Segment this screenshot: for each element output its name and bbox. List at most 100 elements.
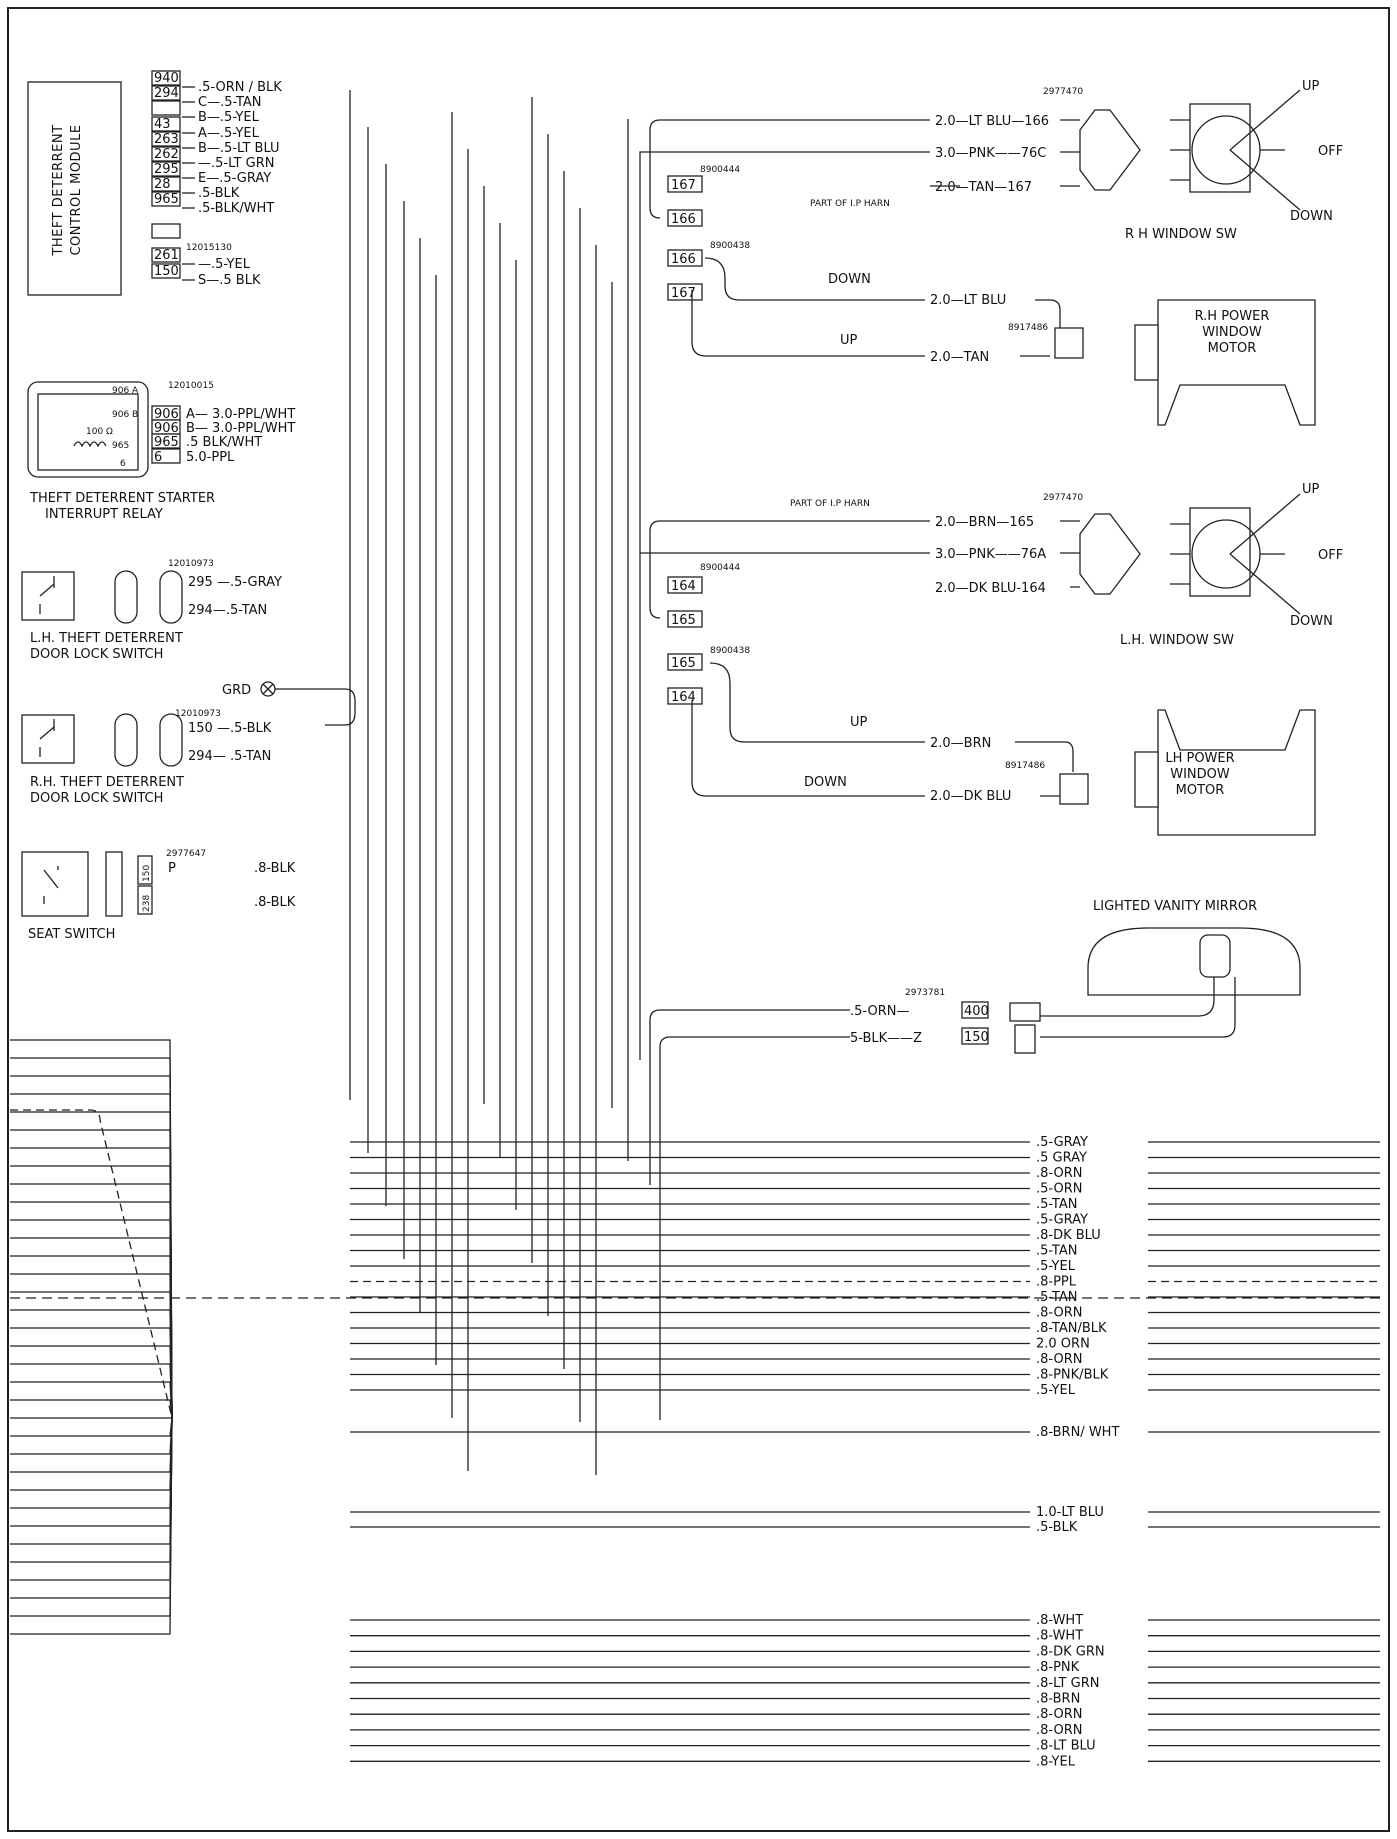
lh-lock-plug	[114, 570, 138, 624]
seat-pin-label: 238	[142, 895, 152, 912]
theft-wire-label: E—.5-GRAY	[198, 171, 271, 186]
bus-wire-label: 1.0-LT BLU	[1036, 1505, 1104, 1520]
theft-pin-label: 261	[154, 248, 179, 263]
rh-window-sw-part: 2977470	[1043, 87, 1083, 97]
relay-pin-label: 906	[154, 407, 179, 422]
rh-window-sw-title: R H WINDOW SW	[1125, 227, 1237, 242]
bus-wire-label: .8-LT GRN	[1036, 1676, 1099, 1691]
left-bus-line	[10, 1363, 173, 1419]
bus-wire-label: 2.0 ORN	[1036, 1337, 1090, 1352]
rh-window-wires	[639, 119, 1080, 1060]
rh-motor-wires	[691, 257, 1061, 357]
bus-wire-label: .8-ORN	[1036, 1306, 1082, 1321]
rh-lock-wire-150: 150 —.5-BLK	[188, 721, 272, 736]
rh-motor-plug	[1054, 327, 1084, 359]
theft-wire-label: —.5-YEL	[198, 257, 251, 272]
seat-wire-blk-1: .8-BLK	[254, 861, 296, 876]
left-bus-line	[10, 1417, 173, 1545]
lh-lock-switch-contact-icon	[39, 576, 55, 614]
lh-motor-flange	[1134, 751, 1159, 808]
lh-lock-socket	[159, 570, 183, 624]
theft-pin-label: 28	[154, 177, 171, 192]
vanity-mirror-wire-blk: 5-BLK——Z	[850, 1031, 922, 1046]
lh-motor-title-2: WINDOW	[1170, 767, 1230, 782]
bus-wire-label: .8-TAN/BLK	[1036, 1321, 1107, 1336]
left-bus-line	[10, 1291, 173, 1419]
lh-motor-body	[1157, 709, 1316, 836]
rh-lock-switch-body	[21, 714, 75, 764]
connector-pin	[667, 249, 703, 267]
theft-pin	[151, 146, 181, 162]
seat-switch-plug	[105, 851, 123, 917]
left-bus-line	[10, 1075, 173, 1419]
theft-part-2: 12015130	[186, 243, 232, 253]
lh-motor-title-1: LH POWER	[1165, 751, 1234, 766]
theft-pin	[151, 191, 181, 207]
left-bus-line	[10, 1417, 173, 1581]
lh-lock-switch-body	[21, 571, 75, 621]
left-bus-line	[10, 1417, 173, 1437]
lh-lock-title-2: DOOR LOCK SWITCH	[30, 647, 163, 662]
bus-wire-label: .5 GRAY	[1036, 1151, 1087, 1166]
bus-wire-label: .8-DK GRN	[1036, 1644, 1105, 1659]
theft-pin	[151, 131, 181, 147]
bus-wire-label: .8-WHT	[1036, 1629, 1083, 1644]
rh-motor-body	[1157, 299, 1316, 426]
relay-inner-6: 6	[120, 459, 126, 469]
bus-wire-label: .5-ORN	[1036, 1182, 1082, 1197]
rh-window-harness-note: PART OF I.P HARN	[810, 199, 890, 209]
theft-wire-label: .5-BLK/WHT	[198, 201, 274, 216]
relay-inner-906b: 906 B	[112, 410, 138, 420]
rh-window-conn-part: 8900444	[700, 165, 740, 175]
lh-window-sw-down: DOWN	[1290, 614, 1333, 629]
lh-window-sw-up: UP	[1302, 482, 1320, 497]
rh-window-sw-up: UP	[1302, 79, 1320, 94]
vanity-mirror-part: 2973781	[905, 988, 945, 998]
bus-wire-label: .5-GRAY	[1036, 1135, 1088, 1150]
seat-wire-blk-2: .8-BLK	[254, 895, 296, 910]
relay-part-number: 12010015	[168, 381, 214, 391]
theft-wire-label: —.5-LT GRN	[198, 156, 274, 171]
rh-window-sw-arms	[1170, 89, 1301, 211]
rh-lock-title-1: R.H. THEFT DETERRENT	[30, 775, 184, 790]
theft-wire-label: B—.5-YEL	[198, 110, 260, 125]
vanity-mirror-feed	[649, 1009, 850, 1420]
bus-wire-label: .8-YEL	[1036, 1754, 1076, 1769]
ground-wire	[262, 683, 356, 726]
seat-switch-title: SEAT SWITCH	[28, 927, 115, 942]
rh-motor-wire-tan: 2.0—TAN	[930, 350, 989, 365]
bus-wire-label: .8-PNK	[1036, 1660, 1080, 1675]
bus-wire-label: .5-TAN	[1036, 1244, 1077, 1259]
connector-pin-label: 167	[671, 178, 696, 193]
connector-pin	[667, 687, 703, 705]
relay-wire-label: .5 BLK/WHT	[186, 435, 262, 450]
ground-label: GRD	[222, 683, 251, 698]
theft-pin	[151, 247, 181, 263]
lh-motor-conn-part: 8900438	[710, 646, 750, 656]
rh-motor-wire-ltblu: 2.0—LT BLU	[930, 293, 1006, 308]
lh-window-sw-connector	[1079, 513, 1141, 595]
lh-motor-wire-dkblu: 2.0—DK BLU	[930, 789, 1011, 804]
rh-window-wire-tan: 2.0—TAN—167	[935, 180, 1032, 195]
rh-motor-title-3: MOTOR	[1208, 341, 1257, 356]
relay-wire-label: 5.0-PPL	[186, 450, 235, 465]
lh-motor-plug	[1059, 773, 1089, 805]
theft-wire-label: S—.5 BLK	[198, 273, 261, 288]
bus-wire-label: .8-ORN	[1036, 1352, 1082, 1367]
theft-module-title-2: CONTROL MODULE	[69, 124, 84, 255]
vanity-mirror-title: LIGHTED VANITY MIRROR	[1093, 899, 1257, 914]
bus-wires: .5-GRAY.5 GRAY.8-ORN.5-ORN.5-TAN.5-GRAY.…	[350, 1135, 1380, 1769]
relay-pin-label: 906	[154, 421, 179, 436]
theft-pin-label: 295	[154, 162, 179, 177]
theft-pin-label: 940	[154, 71, 179, 86]
left-bus-line	[10, 1417, 173, 1509]
theft-pin-label: 262	[154, 147, 179, 162]
relay-inner-906a: 906 A	[112, 386, 139, 396]
bus-wire-label: .8-PNK/BLK	[1036, 1368, 1109, 1383]
left-bus-line	[10, 1111, 173, 1419]
theft-pin-label: 965	[154, 192, 179, 207]
rh-lock-plug	[114, 713, 138, 767]
connector-pin-label: 164	[671, 690, 696, 705]
